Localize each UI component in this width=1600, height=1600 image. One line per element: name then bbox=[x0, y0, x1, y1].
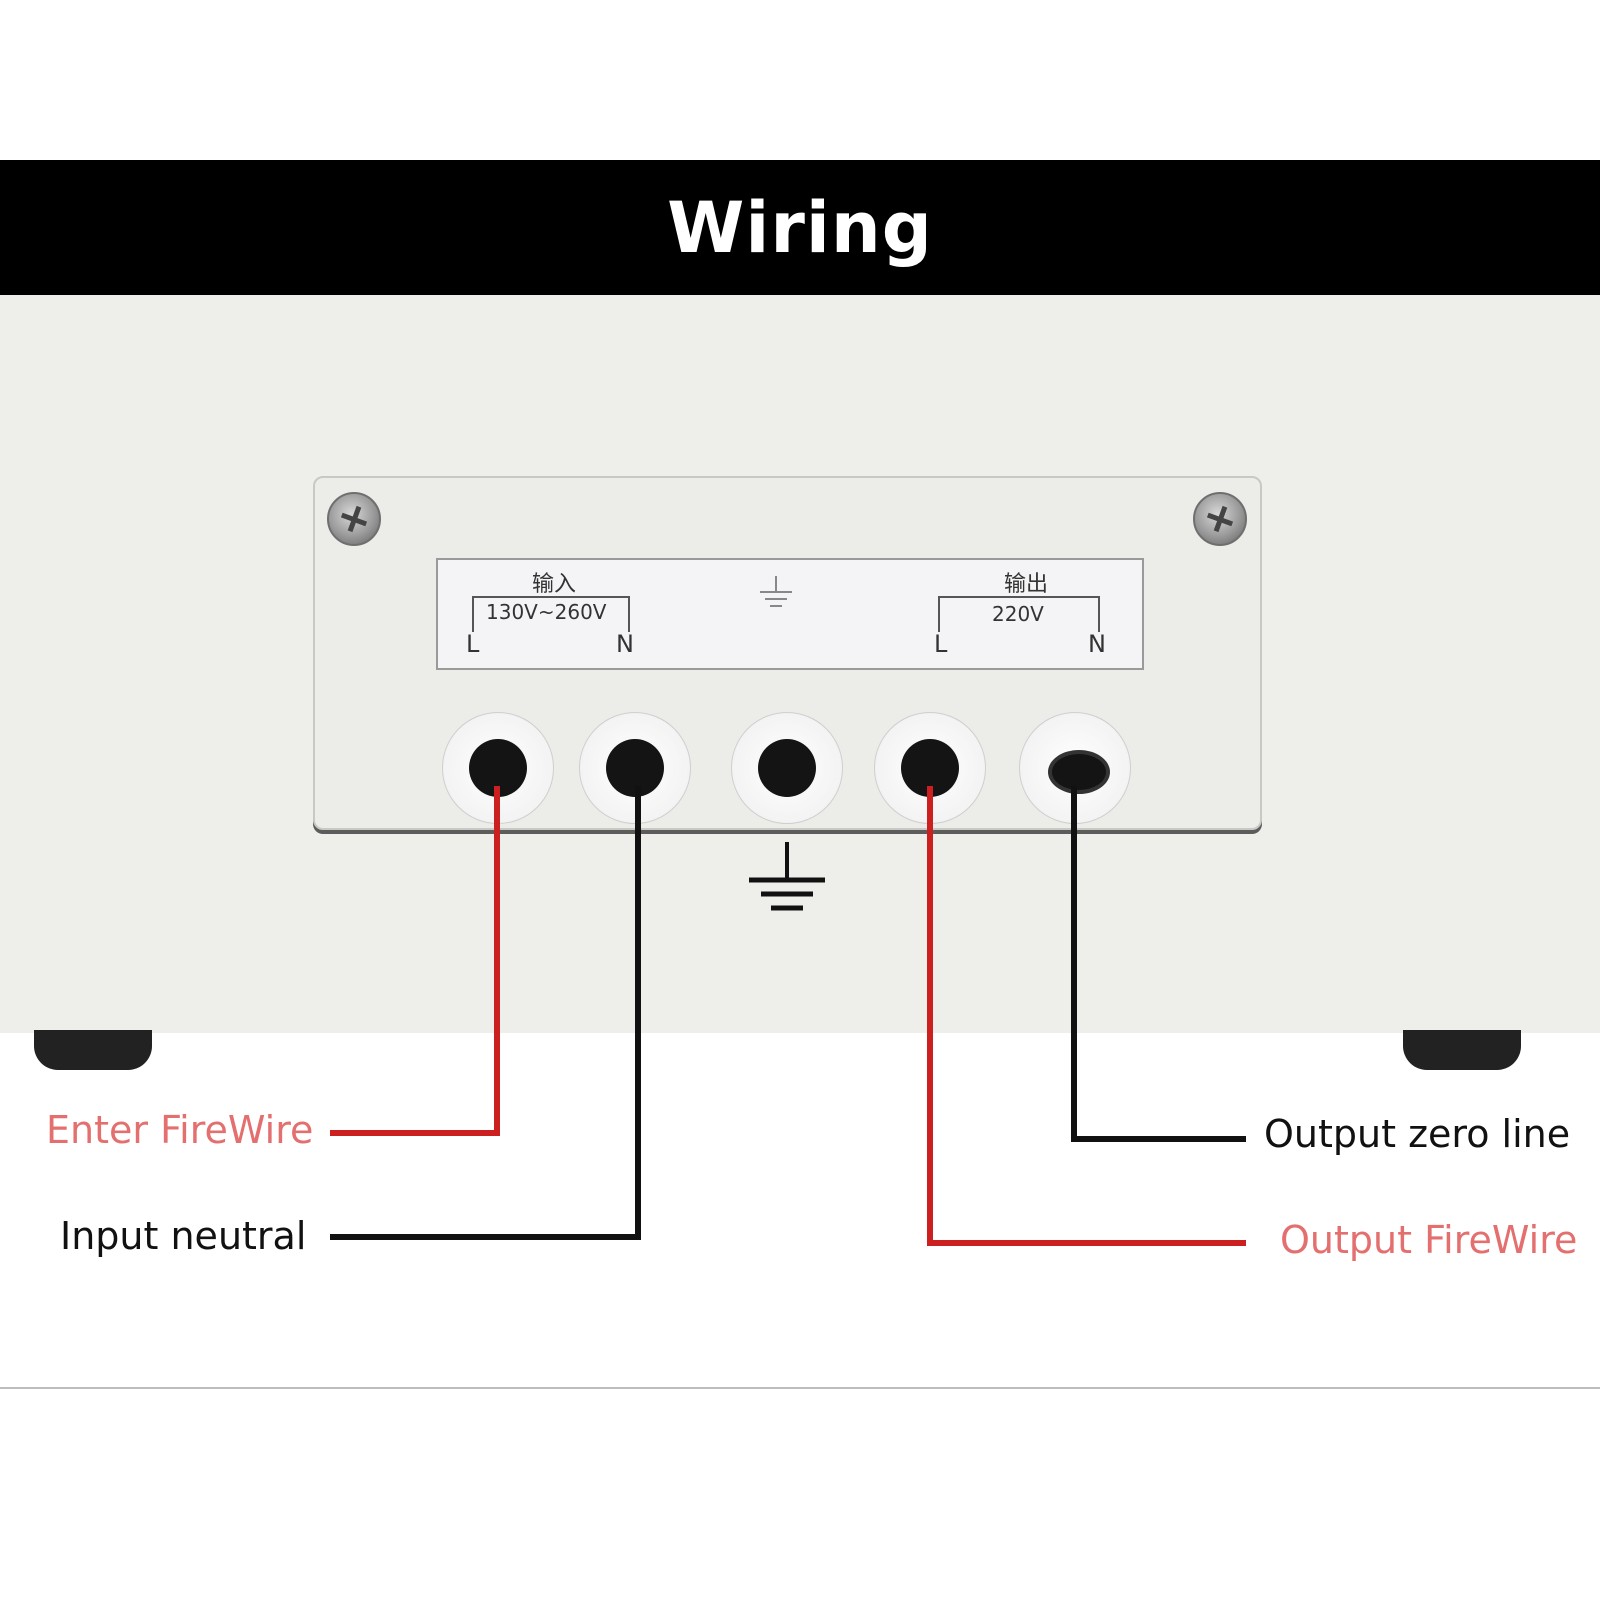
ground-terminal bbox=[731, 712, 843, 824]
ground-icon bbox=[749, 842, 825, 911]
input-neutral-label: N bbox=[616, 630, 634, 658]
right-foot bbox=[1403, 1030, 1521, 1070]
enter-firewire-wire bbox=[330, 786, 500, 1136]
output-firewire-wire bbox=[927, 786, 1246, 1246]
input-heading: 输入 bbox=[532, 572, 577, 597]
output-bracket bbox=[938, 596, 1100, 632]
output-line-label: L bbox=[934, 630, 948, 658]
output-firewire-label: Output FireWire bbox=[1280, 1218, 1578, 1262]
page-title: Wiring bbox=[667, 186, 933, 269]
bottom-divider bbox=[0, 1387, 1600, 1389]
title-bar: Wiring bbox=[0, 160, 1600, 295]
input-voltage: 130V~260V bbox=[486, 600, 607, 624]
left-foot bbox=[34, 1030, 152, 1070]
input-line-label: L bbox=[466, 630, 480, 658]
output-neutral-label: N bbox=[1088, 630, 1106, 658]
plate-ground-icon bbox=[760, 576, 792, 607]
screw-icon bbox=[327, 492, 381, 546]
screw-icon bbox=[1193, 492, 1247, 546]
output-zero-line-label: Output zero line bbox=[1264, 1112, 1571, 1156]
output-heading: 输出 bbox=[1004, 572, 1049, 597]
enter-firewire-label: Enter FireWire bbox=[46, 1108, 314, 1152]
input-bracket bbox=[472, 596, 630, 632]
terminal-label-plate: 输入 130V~260V L N 输出 220V L N bbox=[436, 558, 1144, 670]
input-neutral-label: Input neutral bbox=[60, 1214, 307, 1258]
output-voltage: 220V bbox=[992, 602, 1044, 626]
input-neutral-wire bbox=[330, 786, 641, 1240]
output-zero-line-wire bbox=[1071, 786, 1246, 1142]
